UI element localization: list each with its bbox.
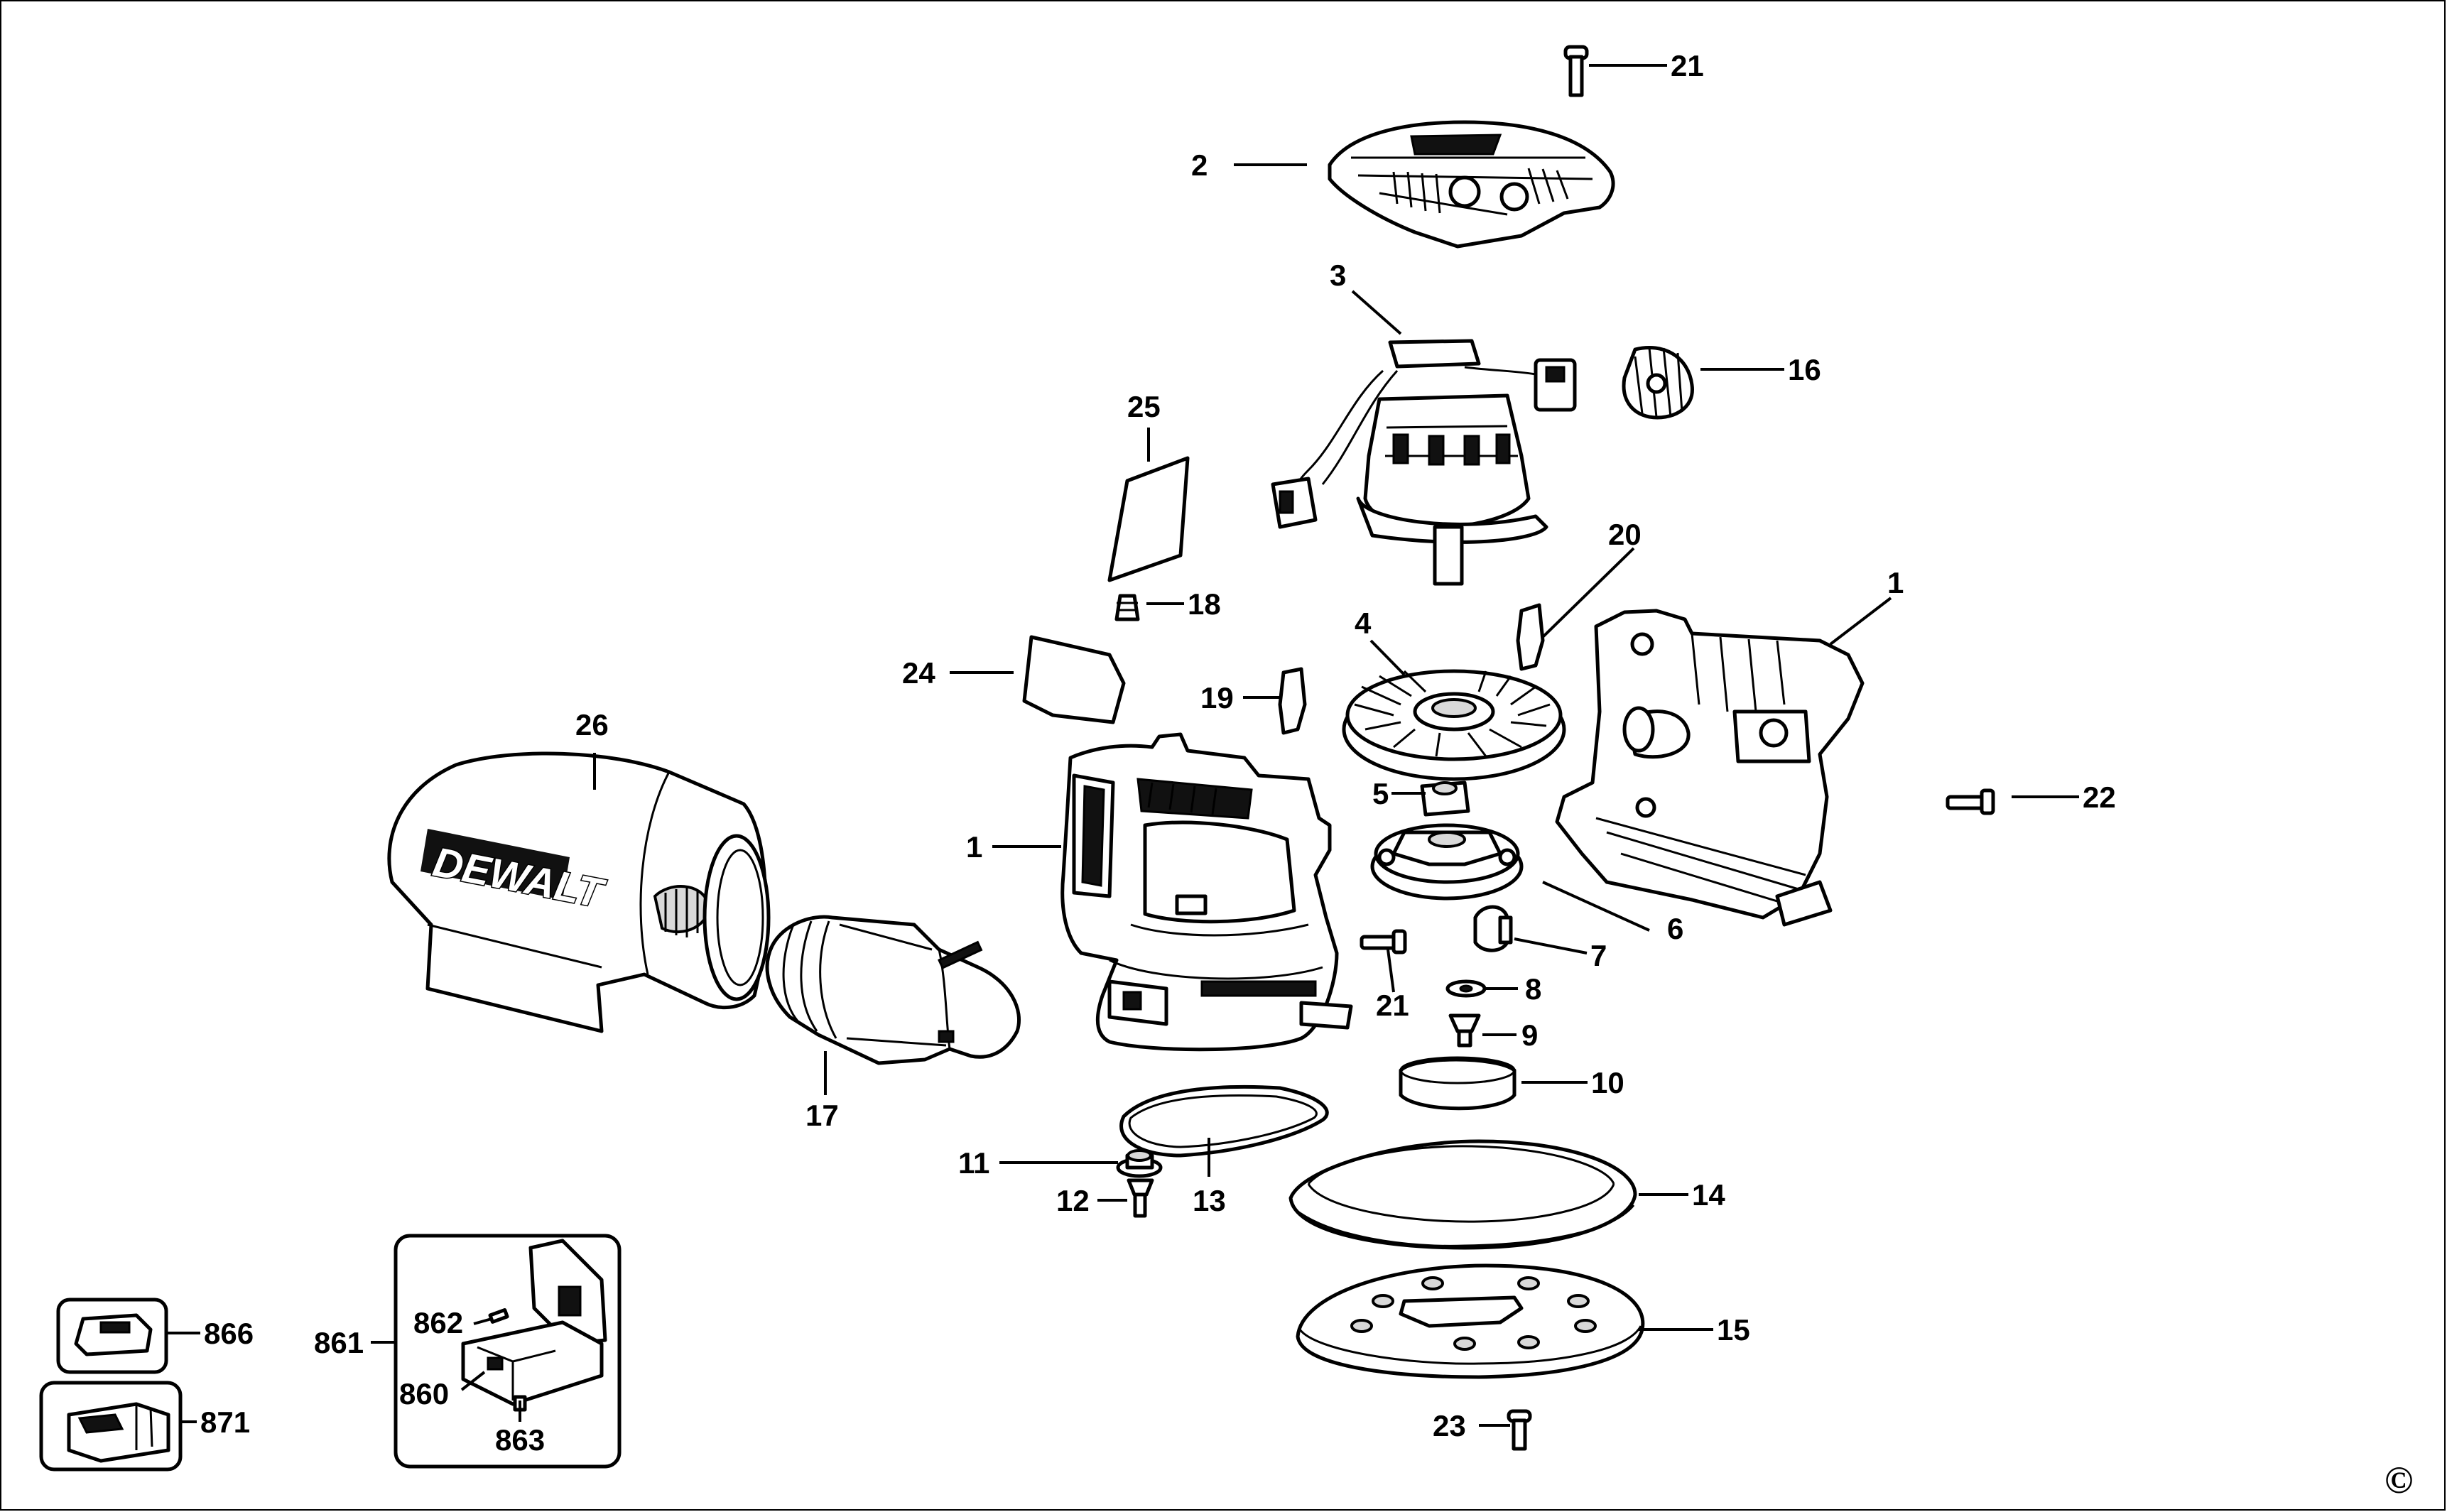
label-8: 8	[1525, 972, 1541, 1006]
label-21-top: 21	[1671, 49, 1704, 82]
part-number-labels: 21 2 3 16 25 18 20 1 24 4 19 26 1 5 22 6…	[200, 49, 2116, 1457]
dust-canister-drawing: DEWALT	[387, 751, 771, 1033]
label-2: 2	[1191, 148, 1208, 182]
label-7: 7	[1590, 939, 1607, 972]
copyright-mark: ©	[2384, 1459, 2413, 1501]
label-15: 15	[1717, 1313, 1750, 1347]
label-22: 22	[2083, 781, 2116, 814]
carry-case-861-drawing	[394, 1234, 622, 1469]
label-18: 18	[1188, 587, 1221, 621]
top-cover-drawing	[1328, 120, 1615, 249]
label-3: 3	[1330, 259, 1346, 292]
screw-12-drawing	[1127, 1178, 1154, 1218]
dust-port-adapter-drawing	[765, 915, 1021, 1065]
label-16: 16	[1788, 353, 1821, 386]
sanding-pad-15-drawing	[1296, 1263, 1645, 1379]
nut-11-drawing	[1116, 1149, 1163, 1178]
label-12: 12	[1056, 1184, 1090, 1217]
label-26: 26	[575, 708, 609, 741]
spring-18-drawing	[1114, 594, 1140, 621]
counterweight-7-drawing	[1473, 905, 1513, 952]
label-6: 6	[1667, 912, 1683, 945]
label-17: 17	[805, 1099, 839, 1132]
label-25: 25	[1127, 390, 1161, 423]
label-21-mid: 21	[1376, 989, 1409, 1022]
charger-871-drawing	[39, 1381, 183, 1472]
label-861: 861	[314, 1326, 364, 1359]
label-863: 863	[495, 1423, 545, 1457]
label-20: 20	[1608, 518, 1642, 551]
fan-4-drawing	[1342, 669, 1566, 781]
screw-22-drawing	[1946, 788, 1995, 815]
housing-half-left-drawing	[1060, 732, 1353, 1052]
screw-21-mid-drawing	[1360, 929, 1407, 954]
label-1-right: 1	[1887, 566, 1904, 599]
label-14: 14	[1692, 1178, 1725, 1212]
label-13: 13	[1193, 1184, 1226, 1217]
label-862: 862	[413, 1306, 463, 1339]
label-866: 866	[204, 1317, 254, 1350]
belt-13-drawing	[1119, 1084, 1329, 1158]
clip-20-drawing	[1516, 603, 1545, 671]
label-860: 860	[399, 1377, 449, 1410]
screw-23-drawing	[1507, 1409, 1532, 1451]
motor-assembly-drawing	[1271, 339, 1577, 586]
label-card-25-drawing	[1107, 456, 1190, 582]
label-4: 4	[1355, 607, 1372, 640]
knob-16-drawing	[1622, 345, 1694, 420]
battery-866-drawing	[56, 1298, 168, 1374]
screw-21-top-drawing	[1563, 45, 1589, 97]
washer-8-drawing	[1445, 979, 1487, 998]
ring-10-drawing	[1399, 1056, 1517, 1111]
label-9: 9	[1521, 1018, 1538, 1052]
label-10: 10	[1591, 1066, 1624, 1099]
pad-24-drawing	[1022, 635, 1126, 724]
clip-19-drawing	[1278, 667, 1307, 735]
bearing-5-drawing	[1420, 781, 1470, 817]
housing-half-right-drawing	[1555, 609, 1865, 927]
screw-9-drawing	[1448, 1013, 1481, 1048]
hood-ring-14-drawing	[1288, 1139, 1637, 1250]
label-24: 24	[902, 656, 935, 690]
label-871: 871	[200, 1405, 250, 1439]
label-23: 23	[1433, 1409, 1466, 1442]
housing-6-drawing	[1370, 823, 1524, 901]
label-1-left: 1	[966, 830, 982, 864]
label-19: 19	[1200, 681, 1234, 714]
label-11: 11	[958, 1146, 989, 1180]
leader-lines	[166, 64, 2079, 1427]
label-5: 5	[1372, 777, 1389, 810]
